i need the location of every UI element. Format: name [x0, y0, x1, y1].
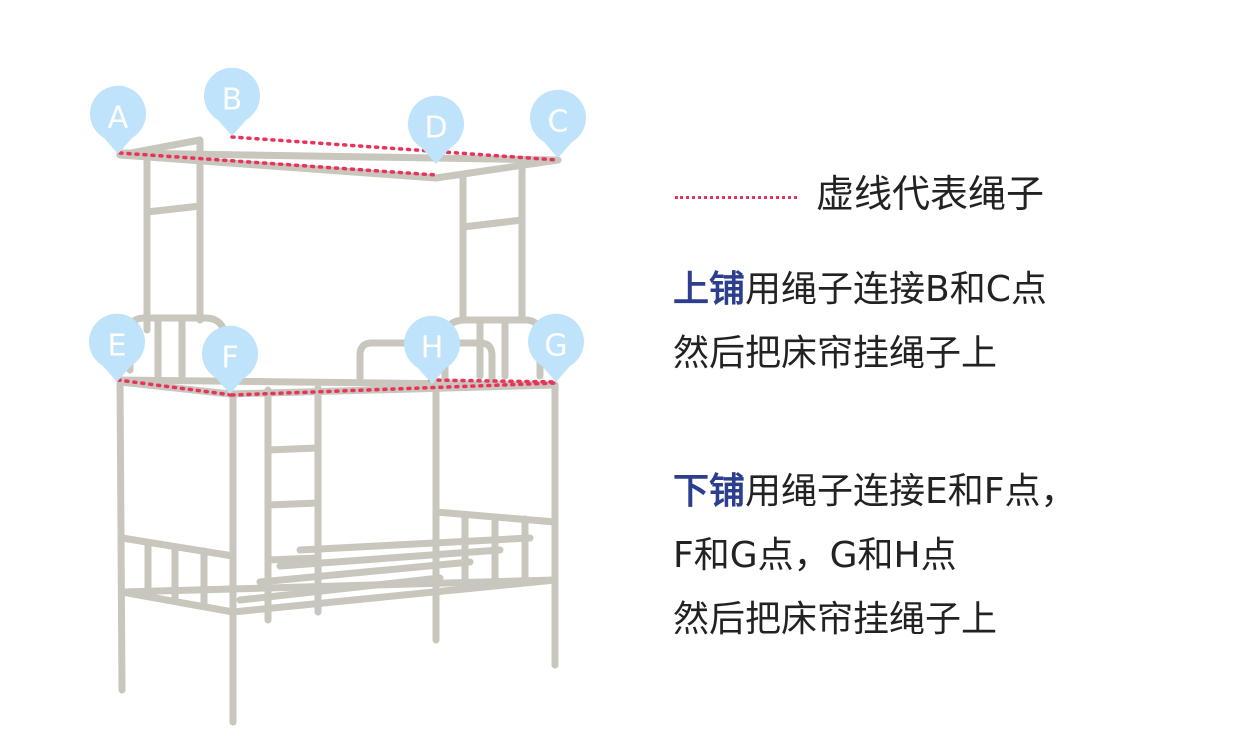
- upper-highlight: 上铺: [673, 269, 746, 310]
- bed-slat: [236, 574, 444, 604]
- rope-g-h: [428, 378, 558, 384]
- canopy-rail-front: [116, 151, 440, 182]
- ladder-rung: [264, 499, 322, 509]
- bunk-bed-frame: [116, 136, 562, 726]
- canopy-rail-left: [116, 136, 204, 159]
- upper-bunk-instructions: 上铺用绳子连接B和C点 然后把床帘挂绳子上: [673, 258, 1047, 386]
- lower-bunk-instructions: 下铺用绳子连接E和F点， F和G点，G和H点 然后把床帘挂绳子上: [673, 460, 1076, 652]
- lower-line-1: 下铺用绳子连接E和F点，: [673, 460, 1076, 524]
- lower-rail-side: [229, 576, 559, 616]
- pin-g: G: [528, 313, 584, 382]
- canopy-rail-right: [432, 156, 562, 182]
- pin-g-label: G: [544, 329, 567, 364]
- pin-h: H: [404, 315, 460, 384]
- bed-slat: [276, 546, 504, 570]
- pin-h-label: H: [421, 331, 444, 366]
- ladder-rung: [264, 444, 322, 454]
- upper-line-1-text: 用绳子连接B和C点: [745, 269, 1047, 310]
- pin-c-label: C: [548, 105, 569, 140]
- lower-line-2: F和G点，G和H点: [673, 535, 957, 576]
- pin-e-label: E: [108, 329, 127, 364]
- lower-line-1-text: 用绳子连接E和F点，: [745, 471, 1077, 512]
- pin-d: D: [408, 95, 464, 164]
- canopy-rail-back: [116, 149, 562, 164]
- rope-e-f: [116, 378, 234, 397]
- pin-c: C: [530, 89, 586, 158]
- ladder-rung: [264, 554, 322, 564]
- pin-f: F: [202, 325, 258, 394]
- rope-a-d: [118, 151, 438, 177]
- canopy-crossbar: [143, 202, 204, 216]
- bed-slat: [256, 558, 474, 586]
- canopy-crossbar: [459, 216, 526, 231]
- pin-d-label: D: [424, 111, 447, 146]
- rope-b-c: [230, 135, 559, 162]
- bed-slat: [296, 534, 534, 554]
- legend-text: 虚线代表绳子: [816, 172, 1045, 216]
- pin-a: A: [90, 85, 146, 154]
- pin-f-label: F: [221, 341, 238, 376]
- rope-f-g: [230, 381, 558, 397]
- lower-line-3: 然后把床帘挂绳子上: [673, 599, 998, 640]
- pin-b-label: B: [222, 83, 243, 118]
- upper-line-1: 上铺用绳子连接B和C点: [673, 258, 1047, 322]
- upper-line-2: 然后把床帘挂绳子上: [673, 333, 998, 374]
- pin-e: E: [89, 313, 145, 382]
- lower-highlight: 下铺: [673, 471, 746, 512]
- legend-rope-swatch: [675, 196, 797, 199]
- rope-lines: [116, 135, 559, 397]
- pin-b: B: [204, 67, 260, 136]
- pin-a-label: A: [108, 101, 129, 136]
